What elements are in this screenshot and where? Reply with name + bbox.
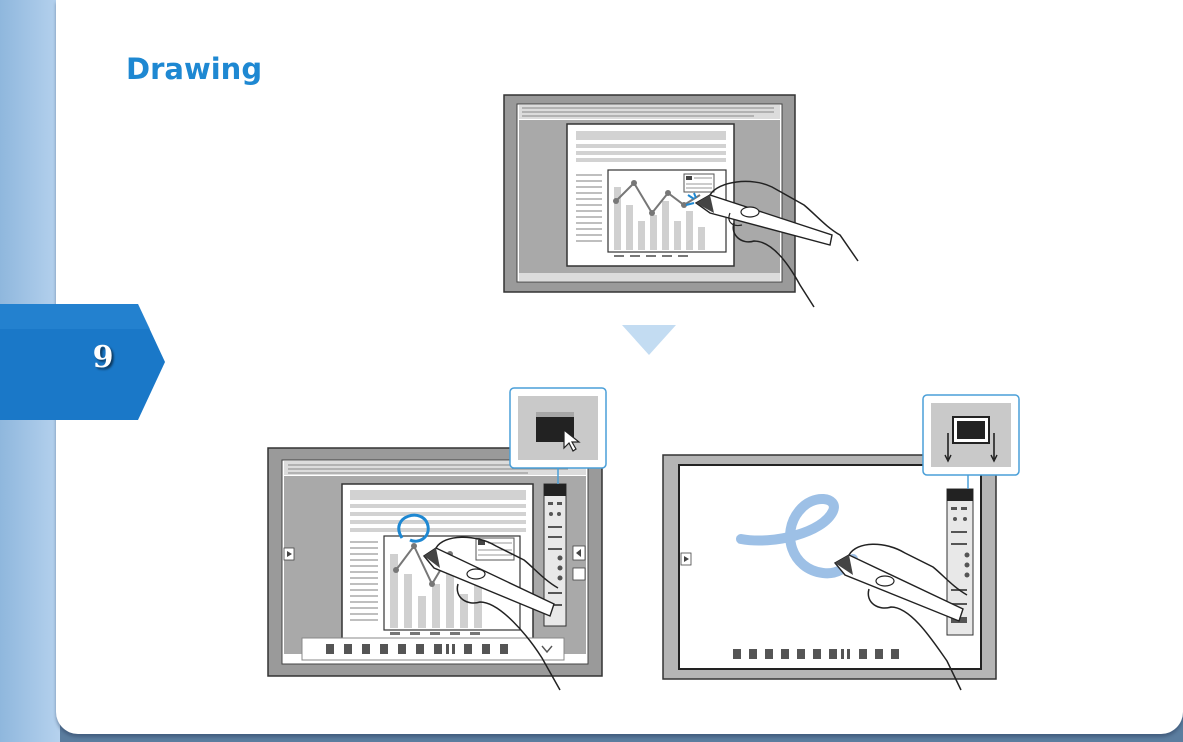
chapter-number: 9 xyxy=(78,340,128,375)
down-arrow-icon xyxy=(622,325,676,355)
projected-document-illustration xyxy=(504,95,859,315)
whiteboard-mode-illustration xyxy=(663,393,1023,690)
annotation-mode-illustration xyxy=(268,388,608,690)
page-title: Drawing xyxy=(126,52,262,86)
